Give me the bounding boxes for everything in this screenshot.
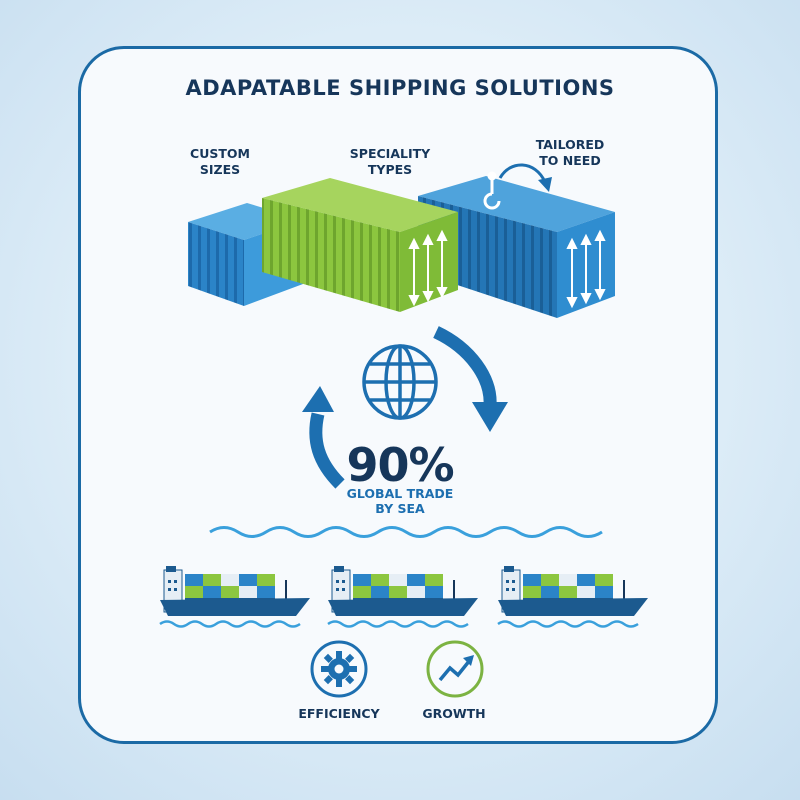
trade-percentage: 90% <box>346 438 454 492</box>
crane-hook-icon <box>483 171 501 210</box>
cycle-arrow-right-icon <box>433 326 508 432</box>
container-ship-icon-2 <box>326 564 480 628</box>
sea-wave-line <box>209 526 603 538</box>
page-title: ADAPATABLE SHIPPING SOLUTIONS <box>185 76 615 100</box>
custom-sizes-label: CUSTOM SIZES <box>190 146 250 177</box>
gear-icon <box>310 640 368 698</box>
speciality-types-label: SPECIALITY TYPES <box>349 146 431 177</box>
globe-icon <box>362 344 438 420</box>
growth-label: GROWTH <box>422 706 486 721</box>
cycle-arrow-left-icon <box>302 386 345 489</box>
rotate-arrow-icon <box>498 163 552 192</box>
speciality-container <box>262 178 458 312</box>
container-ship-icon <box>159 566 310 628</box>
efficiency-label: EFFICIENCY <box>298 706 380 721</box>
container-ship-icon-3 <box>496 564 650 628</box>
infographic-card <box>78 46 718 744</box>
tailored-to-need-label: TAILORED TO NEED <box>535 137 605 168</box>
trade-percentage-label: GLOBAL TRADE BY SEA <box>346 486 454 516</box>
growth-arrow-icon <box>426 640 484 698</box>
